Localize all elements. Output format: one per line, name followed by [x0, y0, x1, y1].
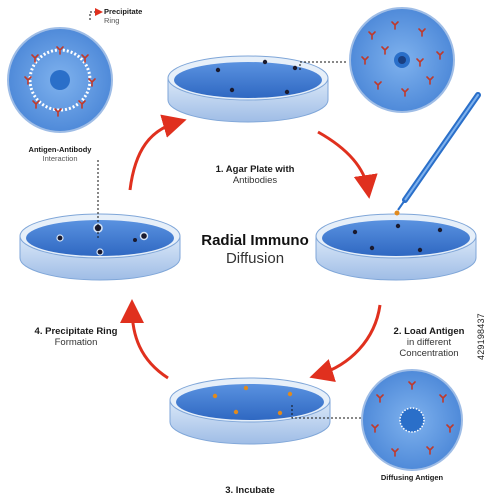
step-1-title: 1. Agar Plate with	[215, 164, 295, 175]
step-2-detail-1: in different	[406, 336, 452, 348]
step-3-title: 3. Incubate	[225, 485, 275, 496]
inset-antibodies	[349, 7, 455, 113]
inset-precipitate	[7, 27, 113, 133]
precipitate-label: Precipitate Ring	[104, 7, 143, 25]
step-2-title: 2. Load Antigen	[393, 326, 465, 337]
arrow-1-to-2	[317, 130, 378, 199]
petri-dish-2	[315, 213, 477, 281]
stock-id: 429198437	[476, 313, 486, 360]
diffusing-title: Diffusing Antigen	[380, 473, 444, 482]
inset-diffusing	[361, 369, 463, 471]
interaction-label: Antigen-Antibody Interaction	[8, 145, 112, 163]
precipitate-sub: Ring	[104, 15, 120, 25]
diffusing-label: Diffusing Antigen	[372, 473, 452, 483]
interaction-title: Antigen-Antibody	[28, 145, 92, 154]
step-2-detail-2: Concentration	[399, 347, 459, 359]
step-4-detail: Formation	[54, 336, 98, 348]
arrow-4-to-1	[128, 114, 187, 191]
precipitate-title: Precipitate	[104, 7, 143, 16]
step-1-label: 1. Agar Plate with Antibodies	[205, 164, 305, 187]
arrow-3-to-4	[120, 299, 169, 380]
petri-dish-1	[167, 55, 329, 123]
step-2-label: 2. Load Antigen in different Concentrati…	[384, 326, 474, 360]
step-3-label: 3. Incubate	[205, 485, 295, 497]
petri-dish-3	[169, 377, 331, 445]
pipette	[394, 92, 481, 216]
title-main: Radial Immuno	[201, 232, 309, 249]
interaction-sub: Interaction	[42, 153, 78, 163]
petri-dish-4	[19, 213, 181, 281]
step-4-title: 4. Precipitate Ring	[34, 326, 118, 337]
step-1-detail: Antibodies	[232, 174, 278, 186]
title-sub: Diffusion	[225, 250, 285, 267]
step-4-label: 4. Precipitate Ring Formation	[20, 326, 132, 349]
cycle-arrows	[120, 114, 382, 382]
arrow-2-to-3	[309, 304, 382, 382]
